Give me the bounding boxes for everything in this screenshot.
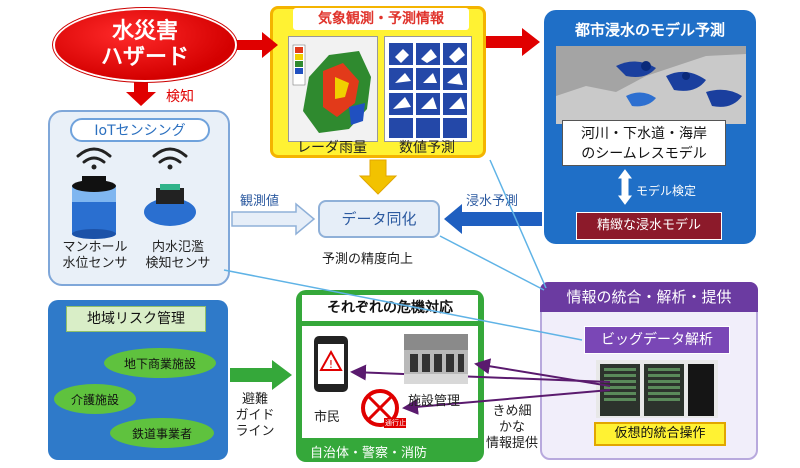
model-validation-label: モデル検定 (636, 184, 697, 198)
hazard-detect-arrow (126, 82, 156, 106)
hazard-to-weather-arrow (237, 32, 278, 58)
numerical-forecast-label: 数値予測 (399, 140, 455, 156)
flood-forecast-arrow (444, 204, 542, 234)
manhole-sensor-icon (72, 176, 116, 239)
regional-risk-title: 地域リスク管理 (66, 306, 206, 332)
svg-text:!: ! (329, 358, 333, 371)
flood-to-integration-line (489, 159, 547, 289)
info-integration-title: 情報の統合・解析・提供 (540, 282, 758, 312)
no-entry-label: 通行止 (385, 419, 406, 427)
facility-control-room-image (404, 334, 468, 384)
wifi-icon (76, 147, 112, 170)
flood-forecast-label: 浸水予測 (466, 194, 519, 209)
inland-flood-sensor-icon (144, 184, 196, 226)
radar-rainfall-map (288, 36, 378, 142)
evacuation-guideline-arrow (230, 360, 292, 390)
iot-to-bigdata-line (223, 269, 583, 341)
flood-simulation-map (556, 46, 746, 124)
fine-grained-info-line1: きめ細 (492, 404, 532, 419)
detect-label: 検知 (166, 89, 194, 105)
iot-sensing-title: IoTセンシング (70, 118, 210, 142)
inland-flood-sensor-label: 内水氾濫 検知センサ (136, 240, 220, 272)
manhole-sensor-line1: マンホール (62, 240, 128, 255)
info-to-citizen-line (350, 364, 611, 383)
server-rack-image (596, 360, 718, 418)
inland-flood-sensor-line1: 内水氾濫 (151, 240, 204, 255)
weather-title: 気象観測・予測情報 (293, 8, 469, 30)
info-to-facility-line (474, 358, 611, 387)
precise-flood-model-box: 精緻な浸水モデル (576, 212, 722, 240)
citizen-label: 市民 (314, 410, 341, 425)
water-hazard-ellipse: 水災害 ハザード (55, 10, 235, 80)
risk-item-care-facility: 介護施設 (54, 384, 136, 414)
flood-model-title: 都市浸水のモデル予測 (574, 21, 725, 39)
info-to-agencies-line (402, 389, 611, 415)
wifi-icon (152, 147, 188, 170)
accuracy-improvement-label: 予測の精度向上 (322, 252, 414, 267)
evacuation-guideline-line1: 避難 (241, 392, 268, 407)
manhole-sensor-label: マンホール 水位センサ (54, 240, 136, 272)
risk-item-underground-mall: 地下商業施設 (104, 348, 216, 378)
seamless-model-line1: 河川・下水道・海岸 (581, 126, 707, 142)
fine-grained-info-label: きめ細 かな 情報提供 (484, 404, 540, 452)
data-assimilation-box: データ同化 (318, 200, 440, 238)
hazard-line1: 水災害 (111, 19, 178, 44)
inland-flood-sensor-line2: 検知センサ (145, 256, 211, 271)
evacuation-guideline-line3: ライン (235, 424, 275, 439)
weather-to-flood-arrow (486, 28, 540, 56)
observed-values-arrow (231, 202, 316, 236)
numerical-forecast-maps (384, 36, 472, 142)
weather-to-assimilation-arrow (358, 159, 398, 195)
observed-values-label: 観測値 (240, 194, 280, 209)
virtual-integration-box: 仮想的統合操作 (594, 422, 726, 446)
seamless-model-box: 河川・下水道・海岸 のシームレスモデル (562, 120, 726, 166)
fine-grained-info-line2: かな (498, 420, 525, 435)
bigdata-analysis-box: ビッグデータ解析 (584, 326, 730, 354)
model-validation-arrow (618, 169, 632, 205)
radar-rainfall-label: レーダ雨量 (297, 140, 367, 156)
fine-grained-info-line3: 情報提供 (485, 436, 538, 451)
hazard-line2: ハザード (100, 45, 189, 70)
agencies-label: 自治体・警察・消防 (310, 446, 428, 461)
facility-management-label: 施設管理 (408, 394, 461, 409)
crisis-response-title: それぞれの危機対応 (302, 295, 478, 321)
assimilation-to-integration-line (439, 235, 545, 291)
risk-item-railway: 鉄道事業者 (110, 418, 214, 448)
no-entry-sign-icon (361, 389, 406, 428)
seamless-model-line2: のシームレスモデル (581, 146, 707, 162)
evacuation-guideline-line2: ガイド (235, 408, 275, 423)
evacuation-guideline-label: 避難 ガイド ライン (232, 392, 278, 440)
smartphone-icon: ! (314, 336, 348, 392)
manhole-sensor-line2: 水位センサ (62, 256, 128, 271)
